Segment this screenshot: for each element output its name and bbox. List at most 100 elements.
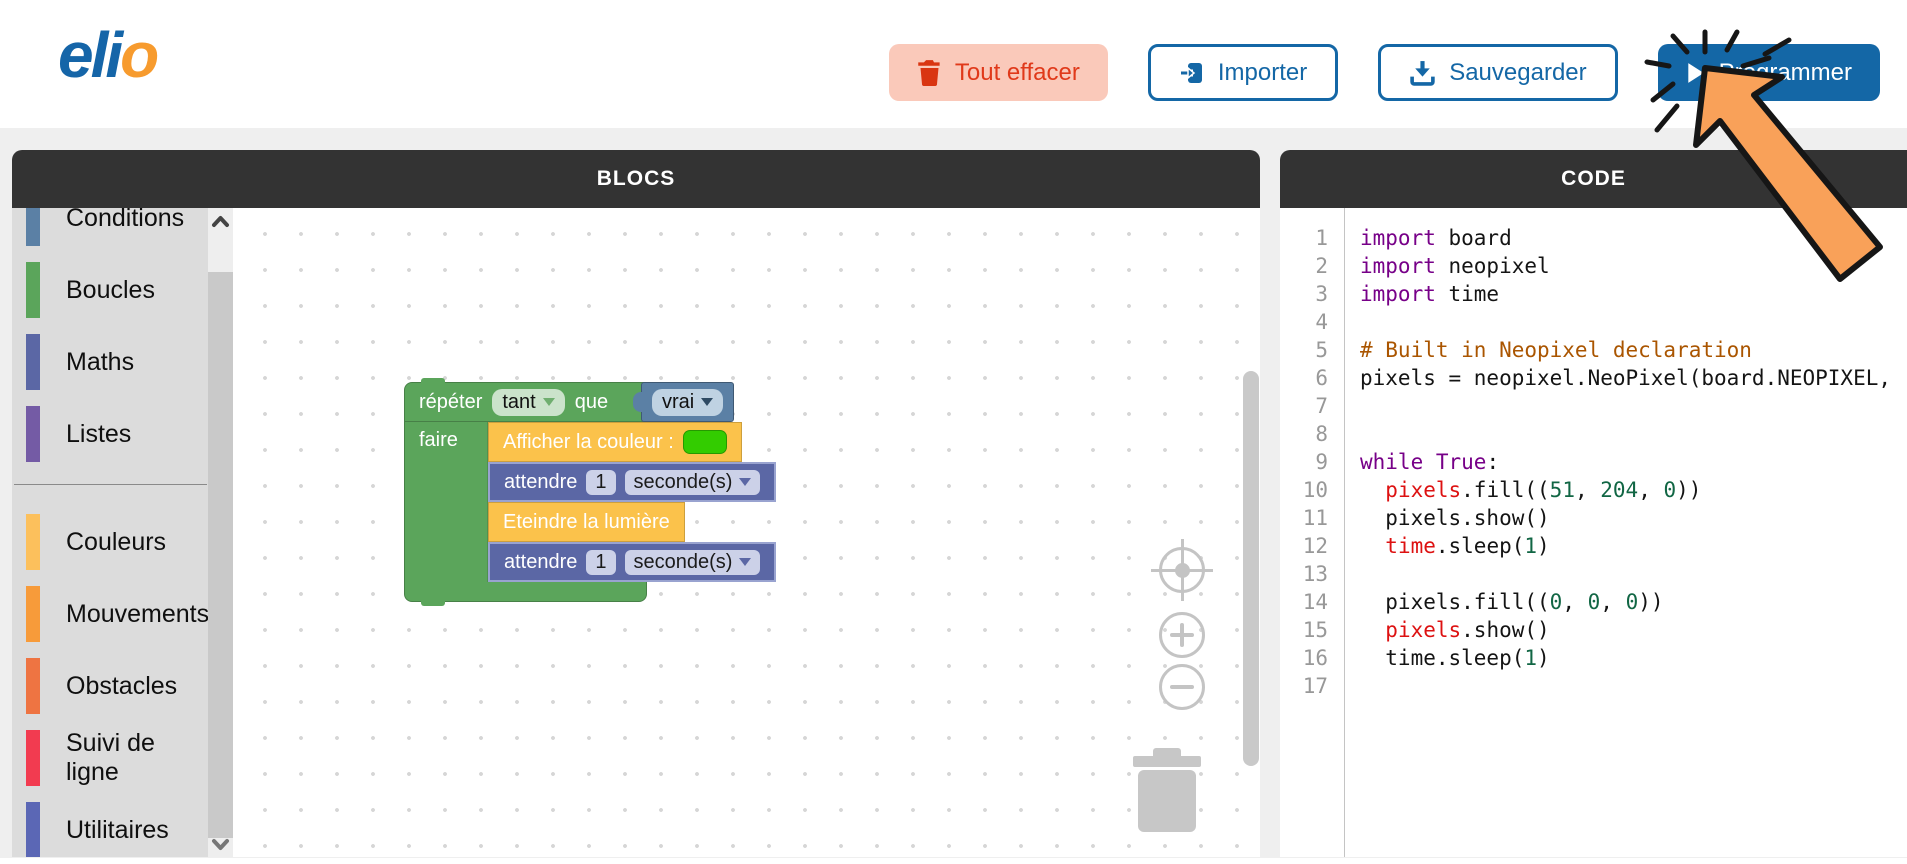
turn-off-light-block[interactable]: Eteindre la lumière: [488, 502, 685, 542]
colour-swatch[interactable]: [682, 430, 727, 454]
save-button[interactable]: Sauvegarder: [1378, 44, 1618, 101]
category-color-bar: [26, 406, 40, 462]
blocks-panel-header: BLOCS: [12, 150, 1260, 208]
import-button[interactable]: Importer: [1147, 44, 1339, 101]
blocks-panel-title: BLOCS: [596, 167, 676, 190]
category-color-bar: [26, 334, 40, 390]
category-item[interactable]: Listes: [12, 398, 208, 470]
flyout-scrollbar-thumb[interactable]: [208, 272, 233, 838]
category-item[interactable]: Utilitaires: [12, 794, 208, 857]
category-label: Utilitaires: [66, 815, 169, 844]
line-number: 1: [1315, 226, 1328, 250]
trash-icon: [917, 59, 942, 86]
download-icon: [1409, 59, 1436, 86]
trash-icon[interactable]: [1133, 748, 1201, 832]
category-color-bar: [26, 730, 40, 786]
code-line: 5# Built in Neopixel declaration: [1280, 338, 1907, 366]
code-panel-title: CODE: [1561, 167, 1626, 190]
category-color-bar: [26, 586, 40, 642]
category-color-bar: [26, 658, 40, 714]
code-line: 16 time.sleep(1): [1280, 646, 1907, 674]
app-header: elio Tout effacer Importer Sauvegarder P…: [0, 0, 1907, 128]
category-item[interactable]: Boucles: [12, 254, 208, 326]
chevron-down-icon: [542, 398, 555, 406]
repeat-while-block[interactable]: répéter tant que vrai faire Afficher la …: [404, 378, 777, 606]
code-line: 11 pixels.show(): [1280, 506, 1907, 534]
code-line: 14 pixels.fill((0, 0, 0)): [1280, 590, 1907, 618]
category-label: Boucles: [66, 275, 155, 304]
wait-unit-dropdown[interactable]: seconde(s): [624, 549, 761, 575]
category-item[interactable]: Conditions: [12, 208, 208, 254]
condition-dropdown[interactable]: vrai: [652, 388, 724, 416]
wait-block[interactable]: attendre 1 seconde(s): [488, 542, 777, 582]
line-number: 13: [1302, 562, 1328, 586]
category-item[interactable]: Couleurs: [12, 506, 208, 578]
wait-block[interactable]: attendre 1 seconde(s): [488, 462, 777, 502]
chevron-down-icon: [739, 478, 752, 486]
wait-value-field[interactable]: 1: [586, 469, 616, 495]
line-number: 8: [1315, 422, 1328, 446]
category-color-bar: [26, 802, 40, 857]
line-number: 10: [1302, 478, 1328, 502]
code-line: 17: [1280, 674, 1907, 702]
condition-value-block[interactable]: vrai: [632, 382, 735, 422]
line-number: 17: [1302, 674, 1328, 698]
line-number: 15: [1302, 618, 1328, 642]
code-line: 13: [1280, 562, 1907, 590]
category-item[interactable]: Suivi de ligne: [12, 722, 208, 794]
code-line: 10 pixels.fill((51, 204, 0)): [1280, 478, 1907, 506]
chevron-down-icon: [701, 398, 714, 406]
scroll-down-icon[interactable]: [211, 838, 230, 857]
zoom-reset-icon[interactable]: [1151, 539, 1213, 601]
program-button[interactable]: Programmer: [1657, 44, 1880, 101]
category-item[interactable]: Maths: [12, 326, 208, 398]
do-label: faire: [419, 429, 458, 451]
line-number: 4: [1315, 310, 1328, 334]
category-color-bar: [26, 262, 40, 318]
category-label: Couleurs: [66, 527, 167, 556]
category-label: Conditions: [66, 208, 185, 232]
category-label: Maths: [66, 347, 135, 376]
blockly-workspace[interactable]: répéter tant que vrai faire Afficher la …: [233, 208, 1260, 857]
play-icon: [1686, 62, 1706, 84]
repeat-block-header[interactable]: répéter tant que: [404, 378, 647, 422]
line-number: 6: [1315, 366, 1328, 390]
category-label: Obstacles: [66, 671, 178, 700]
line-number: 9: [1315, 450, 1328, 474]
category-item[interactable]: Obstacles: [12, 650, 208, 722]
category-label: Suivi de ligne: [66, 729, 155, 786]
category-item[interactable]: Mouvements: [12, 578, 208, 650]
import-icon: [1179, 60, 1205, 86]
clear-all-button[interactable]: Tout effacer: [888, 44, 1108, 101]
zoom-out-icon[interactable]: [1159, 664, 1205, 710]
repeat-label: répéter: [419, 390, 483, 413]
repeat-mode-dropdown[interactable]: tant: [492, 388, 565, 416]
chevron-down-icon: [739, 558, 752, 566]
category-color-bar: [26, 208, 40, 246]
code-line: 8: [1280, 422, 1907, 450]
code-panel-header: CODE: [1280, 150, 1907, 208]
category-label: Listes: [66, 419, 132, 448]
flyout-scrollbar[interactable]: [208, 208, 233, 857]
code-line: 12 time.sleep(1): [1280, 534, 1907, 562]
zoom-in-icon[interactable]: [1159, 612, 1205, 658]
repeat-block-foot: [404, 582, 647, 606]
wait-unit-dropdown[interactable]: seconde(s): [624, 469, 761, 495]
workspace-scrollbar[interactable]: [1243, 371, 1259, 766]
show-colour-block[interactable]: Afficher la couleur :: [488, 422, 742, 462]
line-number: 3: [1315, 282, 1328, 306]
elio-logo: elio: [58, 19, 159, 91]
code-line: 7: [1280, 394, 1907, 422]
line-number: 14: [1302, 590, 1328, 614]
wait-value-field[interactable]: 1: [586, 549, 616, 575]
scroll-up-icon[interactable]: [211, 214, 230, 233]
